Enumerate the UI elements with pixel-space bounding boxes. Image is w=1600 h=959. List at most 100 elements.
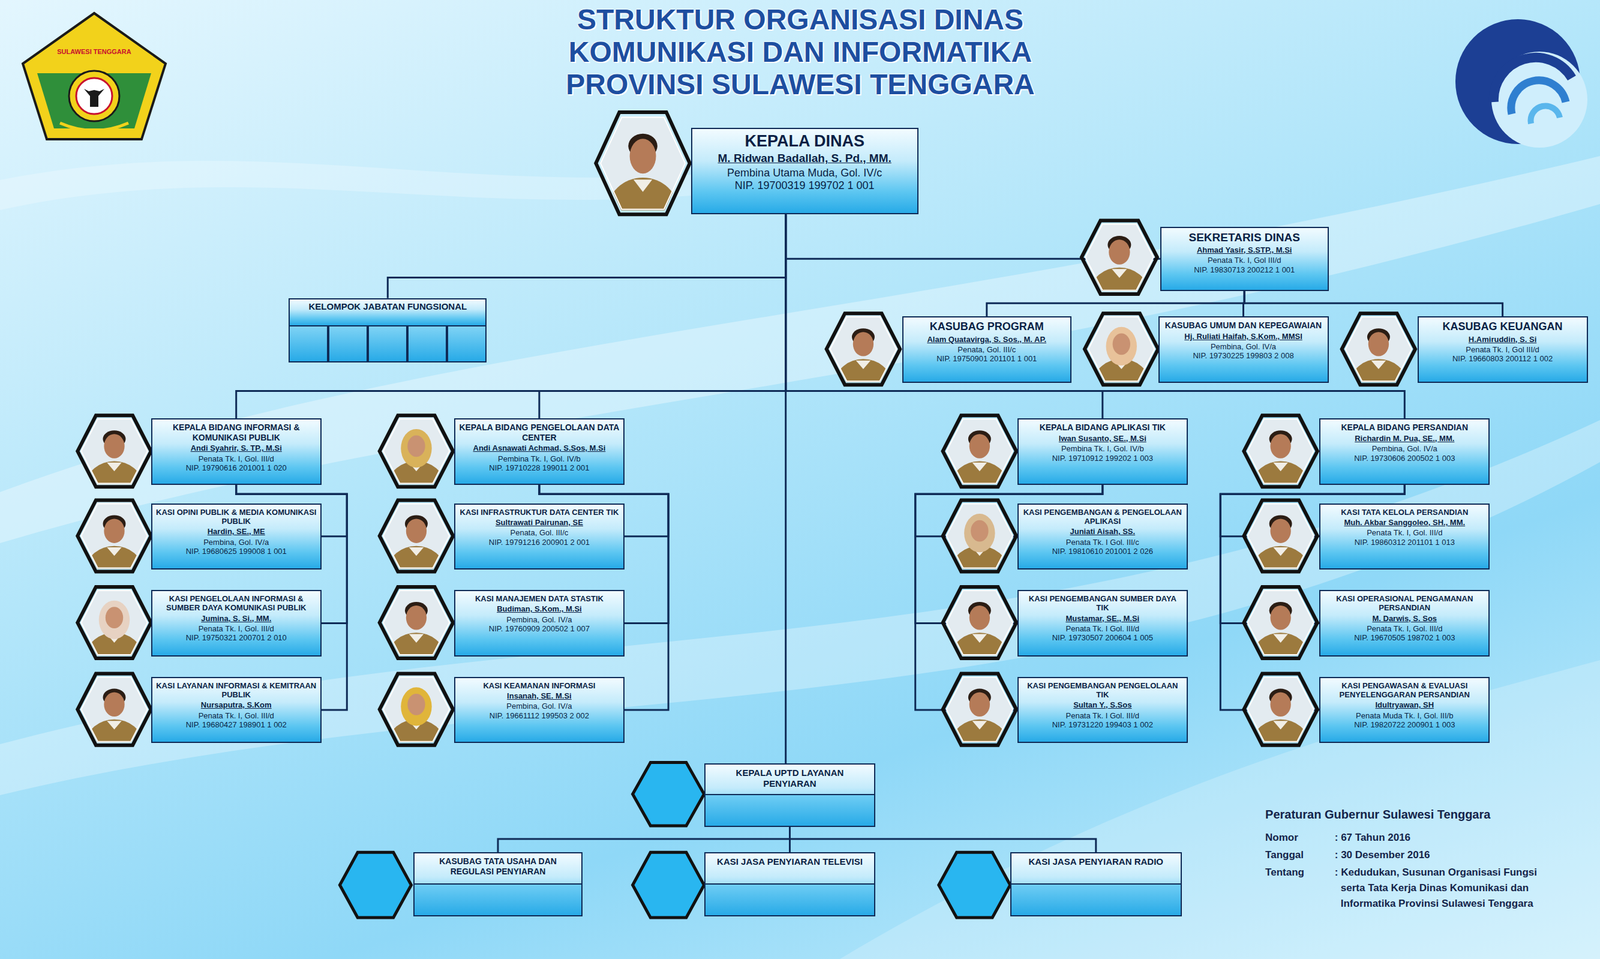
box-content: KEPALA BIDANG PERSANDIANRichardin M. Pua…: [1324, 422, 1485, 463]
position-title: KASI JASA PENYIARAN TELEVISI: [709, 856, 872, 867]
photo-frame-inner: [946, 590, 1013, 655]
photo-frame-inner: [80, 418, 147, 483]
photo-frame-inner: [946, 418, 1013, 483]
position-box: SEKRETARIS DINASAhmad Yasir, S.STP., M.S…: [1160, 226, 1329, 291]
uniform-collar: [409, 634, 424, 643]
officer-photo: [1342, 313, 1416, 407]
position-title: KELOMPOK JABATAN FUNGSIONAL: [292, 301, 483, 312]
uniform-collar: [1273, 462, 1288, 471]
hijab: [98, 600, 130, 639]
photo-frame-inner: [383, 418, 450, 483]
photo-frame: [77, 499, 151, 572]
position-title: KASI PENGEMBANGAN & PENGELOLAAN APLIKASI: [1022, 507, 1184, 527]
face: [407, 435, 425, 458]
officer-name: M. Darwis, S. Sos: [1324, 613, 1485, 623]
uniform-collar: [633, 179, 653, 192]
org-connector: [539, 214, 786, 419]
officer-name: Alam Quatavirga, S. Sos., M. AP.: [907, 334, 1067, 344]
photo-frame: [1243, 673, 1318, 746]
employee-id: NIP. 19660803 200112 1 002: [1422, 353, 1584, 363]
officer-photo: [77, 415, 151, 509]
officer-name: Idultryawan, SH: [1324, 700, 1485, 710]
org-connector: [236, 214, 786, 419]
photo-frame-inner: [1247, 677, 1314, 742]
officer-photo: [943, 499, 1017, 593]
box-content: KEPALA BIDANG INFORMASI & KOMUNIKASI PUB…: [155, 422, 317, 473]
group-cell: [446, 325, 487, 363]
box-content: KASUBAG UMUM DAN KEPEGAWAIANHj. Ruliati …: [1163, 320, 1325, 361]
hijab: [964, 513, 995, 552]
officer-name: Iwan Susanto, SE., M.Si: [1022, 433, 1184, 443]
face: [407, 693, 425, 716]
position-title: KASUBAG UMUM DAN KEPEGAWAIAN: [1163, 320, 1325, 331]
hijab: [1106, 326, 1137, 366]
hijab: [400, 428, 432, 468]
box-content: KASI PENGAWASAN & EVALUASI PENYELENGGARA…: [1324, 680, 1485, 730]
position-box: KASUBAG PROGRAMAlam Quatavirga, S. Sos.,…: [902, 316, 1072, 383]
employee-id: NIP. 19710912 199202 1 003: [1022, 453, 1184, 463]
rank-grade: Penata Tk. I, Gol III/d: [1422, 344, 1584, 354]
photo-frame: [77, 673, 151, 746]
photo-frame: [379, 499, 454, 572]
position-box: KASI KEAMANAN INFORMASIInsanah, SE. M.Si…: [454, 676, 625, 744]
employee-id: NIP. 19661112 199503 2 002: [458, 710, 620, 720]
unit-lower-band: [1011, 883, 1181, 916]
officer-name: Andi Asnawati Achmad, S.Sos, M.Si: [458, 443, 620, 453]
officer-photo: [77, 499, 151, 593]
officer-photo: [1243, 499, 1317, 593]
face: [969, 692, 990, 717]
position-box: KASI OPERASIONAL PENGAMANAN PERSANDIANM.…: [1319, 589, 1490, 657]
face: [105, 606, 123, 629]
employee-id: NIP. 19730606 200502 1 003: [1324, 453, 1485, 463]
org-connector: [790, 826, 1097, 853]
position-title: KASI MANAJEMEN DATA STASTIK: [458, 593, 620, 603]
officer-photo: [943, 673, 1017, 767]
uniform-collar: [972, 634, 987, 643]
officer-name: Muh. Akbar Sanggoleo, SH., MM.: [1324, 517, 1485, 527]
photo-frame-inner: [383, 677, 450, 742]
position-title: KASI TATA KELOLA PERSANDIAN: [1324, 507, 1485, 517]
position-title: KEPALA BIDANG PENGELOLAAN DATA CENTER: [458, 422, 620, 443]
emblem-ring: [68, 70, 120, 122]
employee-id: NIP. 19700319 199702 1 001: [695, 179, 914, 192]
employee-id: NIP. 19791216 200901 2 001: [458, 537, 620, 547]
box-content: KASI INFRASTRUKTUR DATA CENTER TIKSultra…: [458, 507, 620, 547]
rank-grade: Penata Tk. I, Gol. III/d: [1324, 527, 1485, 537]
rank-grade: Pembina, Gol. IV/a: [1324, 443, 1485, 453]
uniform-collar: [106, 547, 122, 556]
officer-name: Hj. Ruliati Haifah, S.Kom., MMSI: [1163, 331, 1325, 341]
employee-id: NIP. 19730507 200604 1 005: [1022, 632, 1184, 642]
box-content: KASI MANAJEMEN DATA STASTIKBudiman, S.Ko…: [458, 593, 620, 633]
employee-id: NIP. 19731220 199403 1 002: [1022, 719, 1184, 729]
photo-frame: [1243, 415, 1318, 487]
photo-frame: [77, 415, 151, 487]
uniform-collar: [1273, 634, 1288, 643]
photo-frame: [1342, 313, 1416, 385]
uniform-collar: [1273, 547, 1288, 556]
uniform-collar: [1273, 720, 1288, 729]
photo-frame-inner: [600, 117, 686, 210]
position-title: KASI OPERASIONAL PENGAMANAN PERSANDIAN: [1324, 593, 1485, 613]
emblem-anoa: [83, 88, 105, 107]
photo-frame: [595, 112, 690, 215]
regulation-note: Tanggal: [1265, 847, 1333, 863]
unit-box: KEPALA UPTD LAYANAN PENYIARAN: [704, 763, 876, 827]
position-box: KASI PENGAWASAN & EVALUASI PENYELENGGARA…: [1319, 676, 1490, 744]
photo-frame-inner: [946, 677, 1013, 742]
emblem-text: SULAWESI TENGGARA: [49, 47, 140, 56]
rank-grade: Penata Tk. I, Gol. III/d: [155, 623, 317, 633]
box-content: KASI JASA PENYIARAN RADIO: [1015, 856, 1178, 867]
officer-photo: [1084, 313, 1158, 407]
employee-id: NIP. 19750321 200701 2 010: [155, 632, 317, 642]
face: [406, 605, 427, 630]
org-connector: [785, 214, 1103, 419]
box-content: SEKRETARIS DINASAhmad Yasir, S.STP., M.S…: [1165, 230, 1325, 275]
position-box: KASI TATA KELOLA PERSANDIANMuh. Akbar Sa…: [1319, 503, 1490, 570]
position-title: KEPALA BIDANG PERSANDIAN: [1324, 422, 1485, 433]
employee-id: NIP. 19760909 200502 1 007: [458, 623, 620, 633]
regulation-note: : 30 Desember 2016: [1334, 847, 1539, 863]
empty-photo-frame: [938, 851, 1011, 918]
officer-photo: [77, 586, 151, 680]
face: [1368, 331, 1389, 356]
photo-frame: [379, 673, 454, 746]
